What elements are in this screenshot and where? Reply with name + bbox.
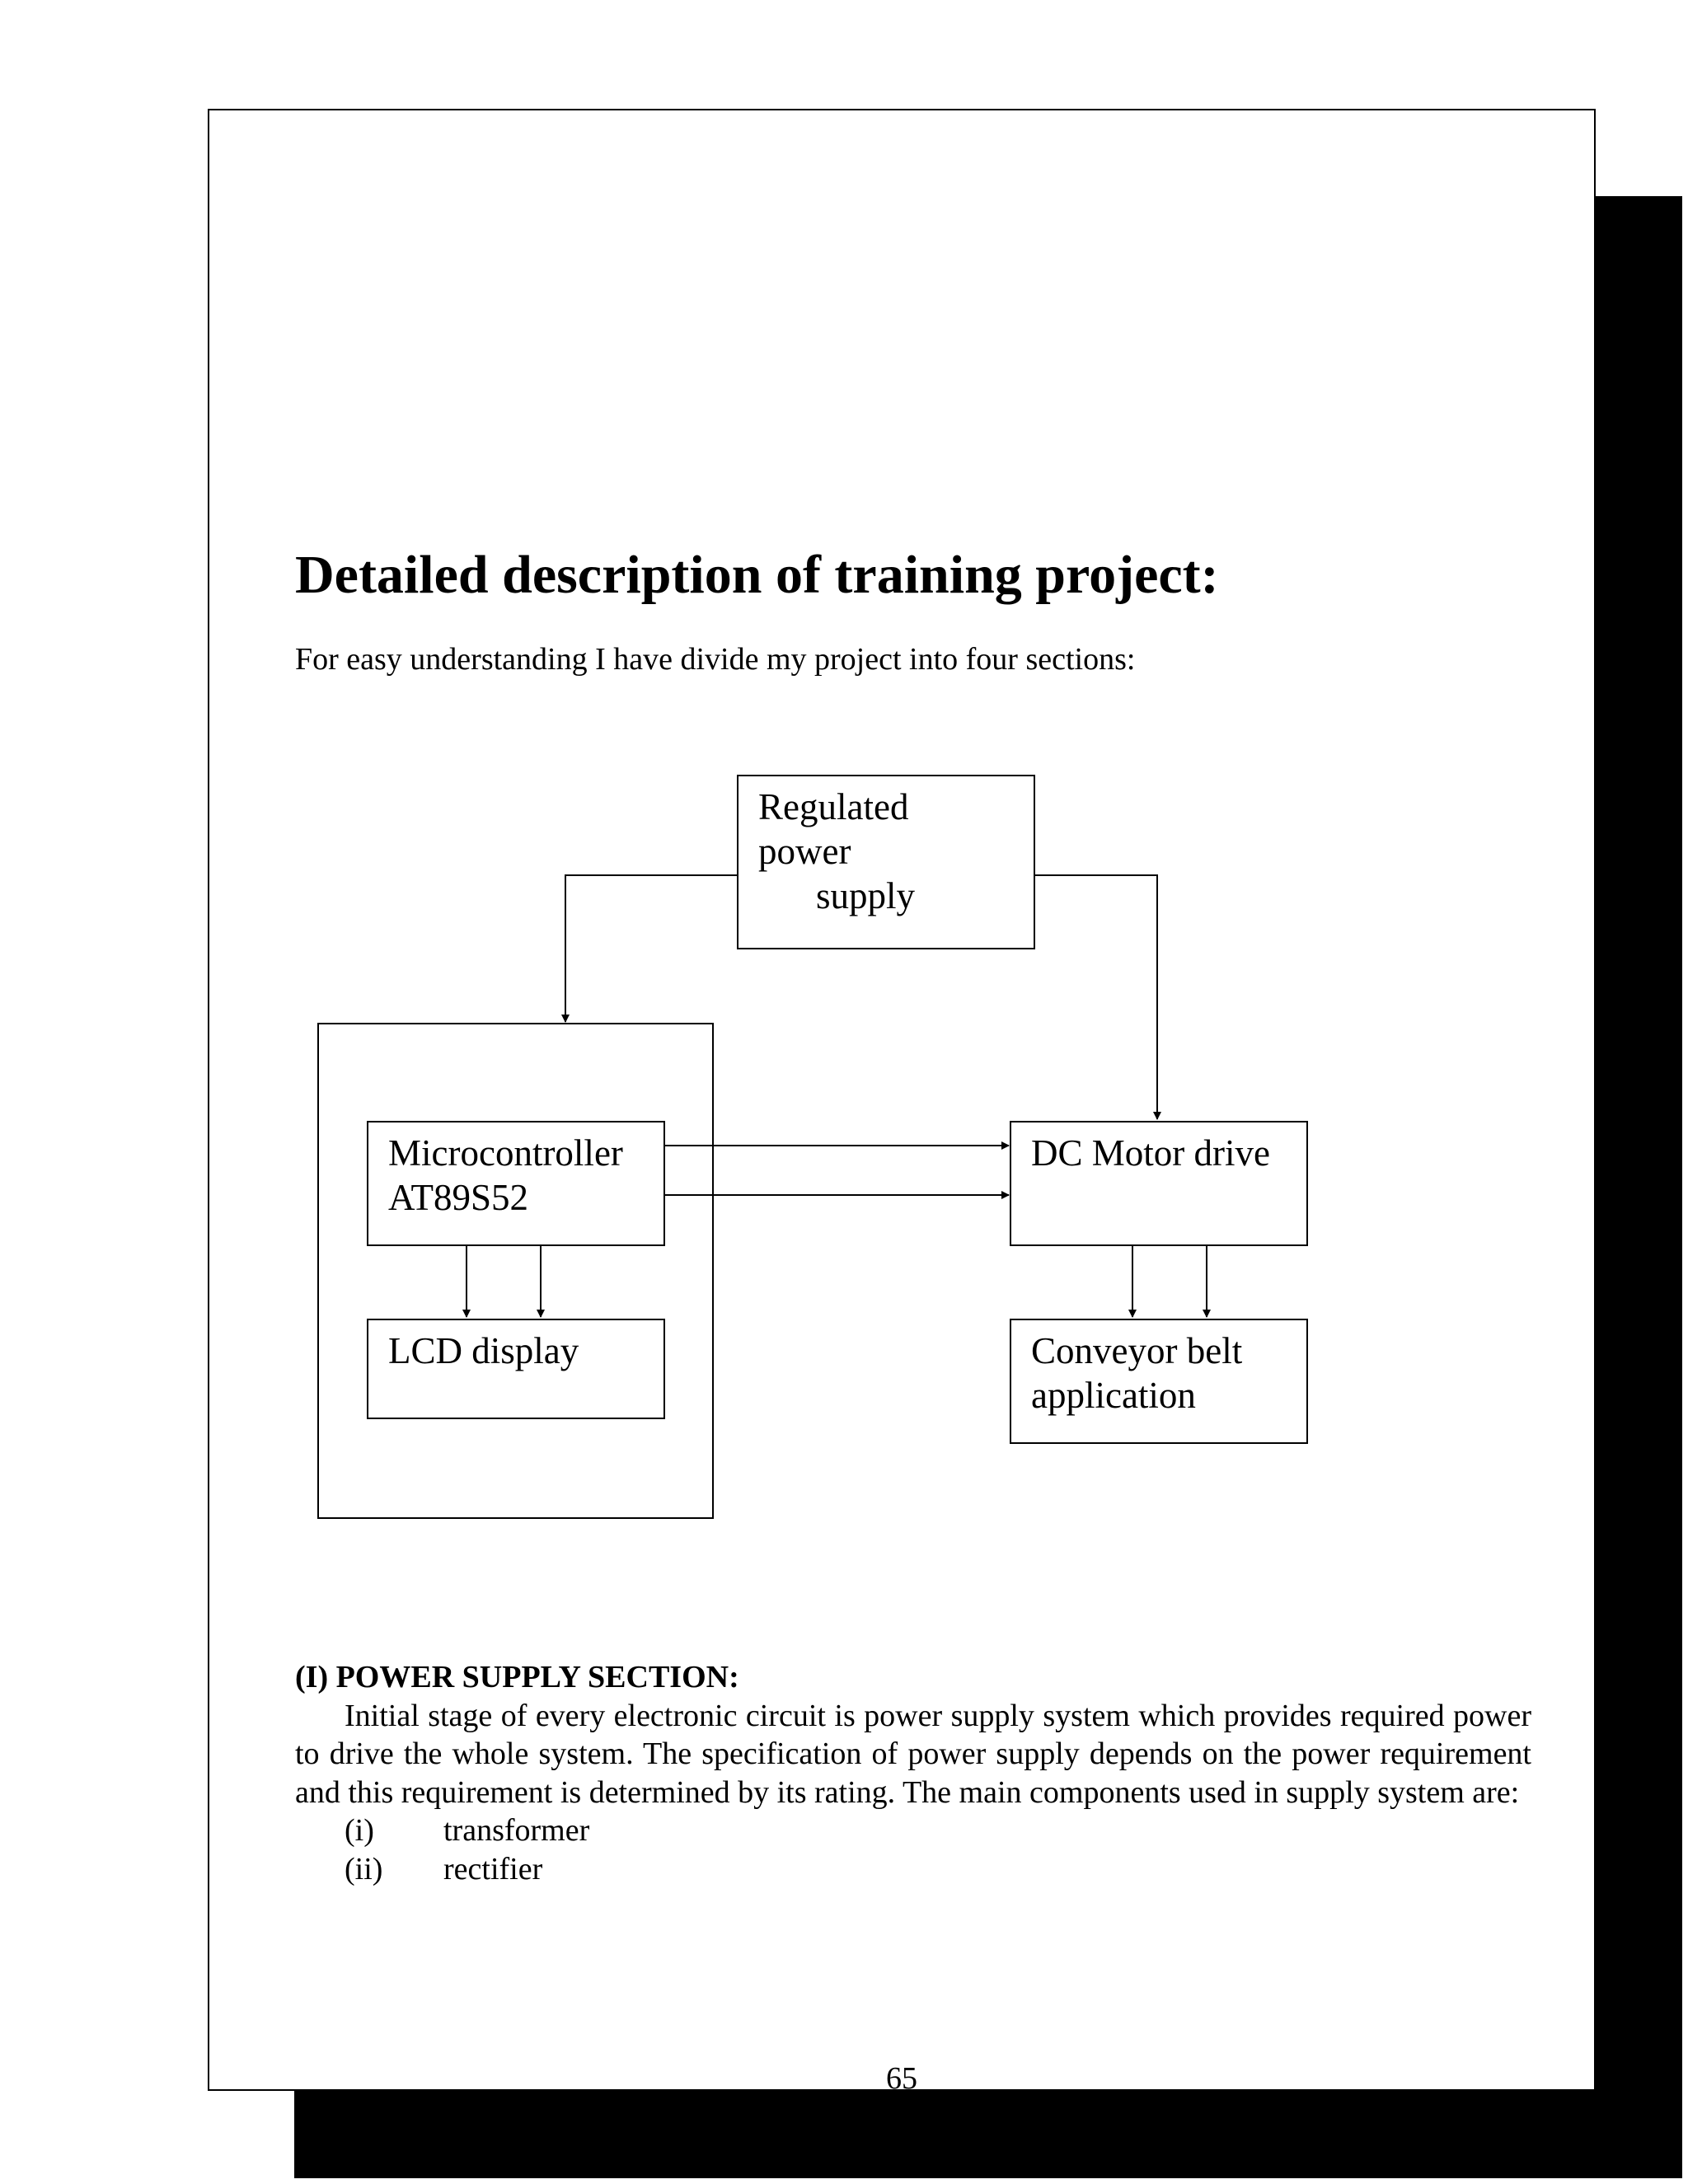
page-heading: Detailed description of training project… xyxy=(295,545,1219,605)
document-page: Detailed description of training project… xyxy=(208,109,1596,2096)
lcd-line-1: LCD display xyxy=(388,1330,579,1371)
power-supply-section: (I) POWER SUPPLY SECTION: Initial stage … xyxy=(295,1658,1531,1888)
conveyor-line-1: Conveyor belt xyxy=(1031,1330,1243,1371)
section-paragraph: Initial stage of every electronic circui… xyxy=(295,1698,1531,1810)
intro-text: For easy understanding I have divide my … xyxy=(295,642,1136,677)
list-item-number: (ii) xyxy=(345,1851,383,1886)
microcontroller-line-2: AT89S52 xyxy=(388,1177,529,1218)
list-item-number: (i) xyxy=(345,1813,374,1848)
component-list: (i) transformer (ii) rectifier xyxy=(295,1811,1531,1888)
section-title: (I) POWER SUPPLY SECTION: xyxy=(295,1660,739,1694)
controller-group-frame xyxy=(317,1023,714,1519)
conveyor-line-2: application xyxy=(1031,1375,1196,1416)
block-conveyor-belt: Conveyor belt application xyxy=(1010,1319,1308,1444)
power-to-motor-arrow xyxy=(1035,874,1161,1120)
block-microcontroller: Microcontroller AT89S52 xyxy=(367,1121,665,1246)
power-supply-line-2: power xyxy=(758,831,851,872)
list-item-text: rectifier xyxy=(443,1851,543,1886)
power-supply-line-3: supply xyxy=(816,875,916,916)
list-item: (i) transformer xyxy=(295,1811,1531,1850)
list-item: (ii) rectifier xyxy=(295,1850,1531,1889)
power-to-controller-arrow xyxy=(561,874,737,1023)
page-number: 65 xyxy=(886,2061,917,2096)
power-supply-line-1: Regulated xyxy=(758,786,909,827)
motor-drive-line-1: DC Motor drive xyxy=(1031,1132,1270,1174)
block-diagram-connectors xyxy=(317,874,1211,1519)
block-lcd-display: LCD display xyxy=(367,1319,665,1419)
microcontroller-line-1: Microcontroller xyxy=(388,1132,623,1174)
block-regulated-power-supply: Regulated power supply xyxy=(737,775,1035,949)
list-item-text: transformer xyxy=(443,1813,590,1848)
block-dc-motor-drive: DC Motor drive xyxy=(1010,1121,1308,1246)
